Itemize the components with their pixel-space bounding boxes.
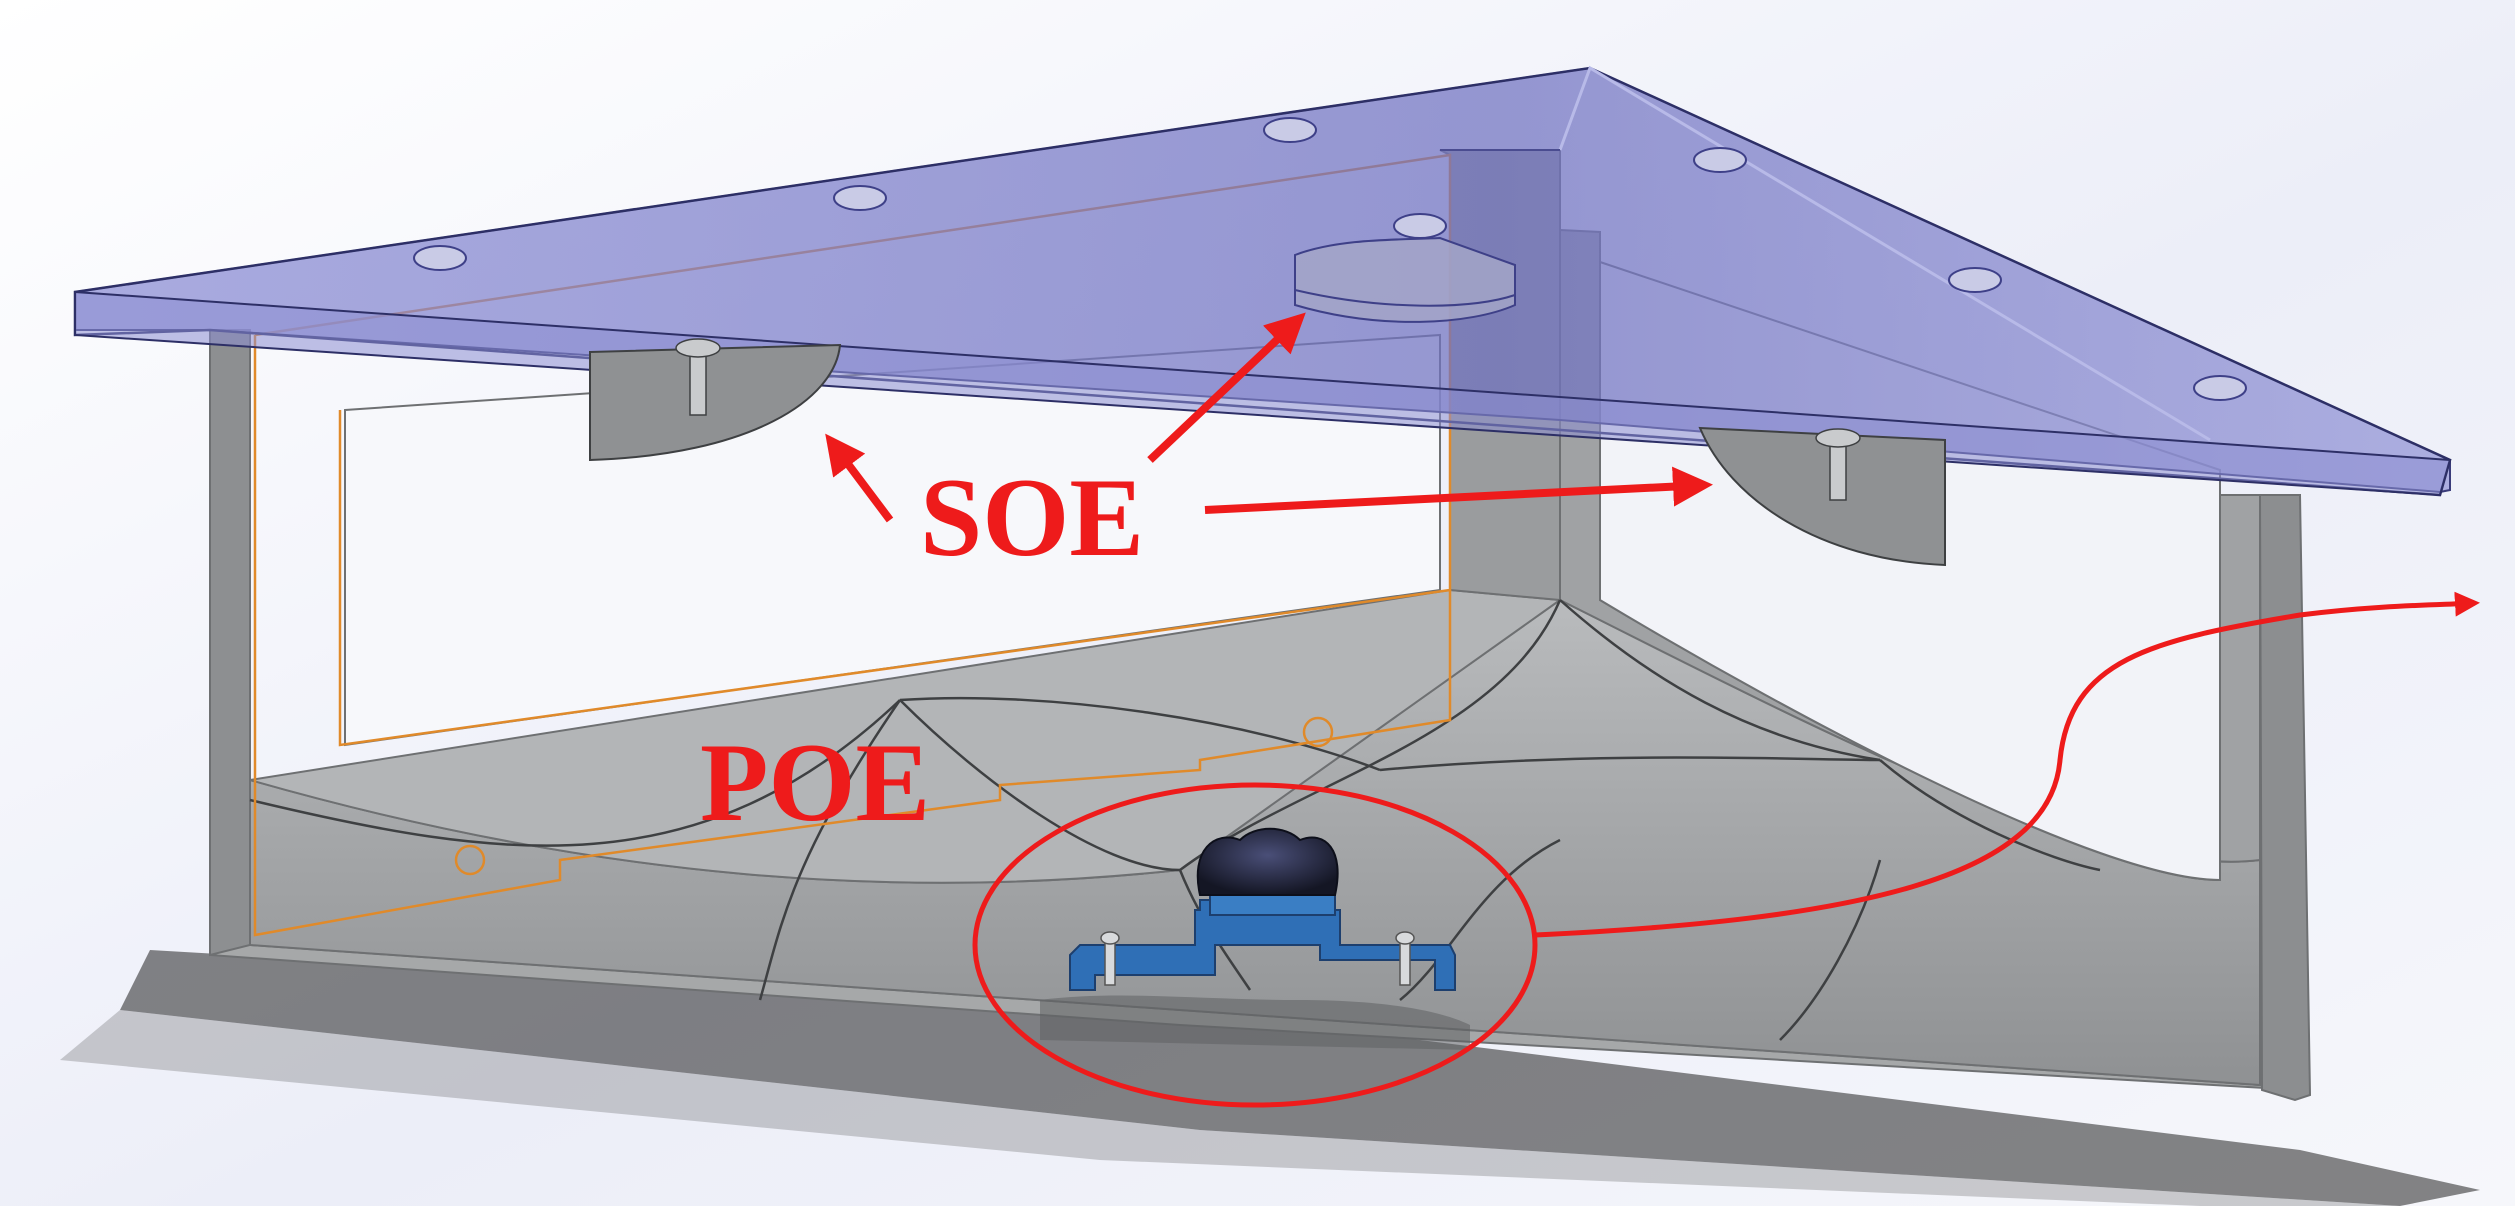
cover-ridge bbox=[1558, 65, 2211, 442]
cover-screws bbox=[413, 117, 2247, 401]
soe-arrow-center bbox=[1147, 312, 1306, 463]
soe-arrow-right bbox=[1204, 466, 1713, 514]
annotations: SOE POE bbox=[700, 312, 2480, 1108]
led-callout-arrow bbox=[1534, 591, 2480, 938]
reflector-curves bbox=[249, 599, 2101, 1041]
soe-arrow-left bbox=[825, 433, 894, 523]
led-module bbox=[1069, 827, 1456, 991]
poe-label: POE bbox=[700, 721, 930, 845]
soe-element-left bbox=[589, 338, 842, 462]
soe-label: SOE bbox=[920, 456, 1144, 580]
led-highlight-ellipse bbox=[972, 782, 1538, 1108]
led-seat-shadow bbox=[1040, 995, 1470, 1050]
inner-lower-panel bbox=[249, 588, 1563, 884]
left-end-wall bbox=[209, 329, 251, 957]
right-end-wall bbox=[2258, 494, 2312, 1102]
ground-shadow bbox=[60, 950, 2480, 1206]
soe-element-right bbox=[1698, 426, 1946, 567]
soe-element-center bbox=[1294, 236, 1516, 323]
